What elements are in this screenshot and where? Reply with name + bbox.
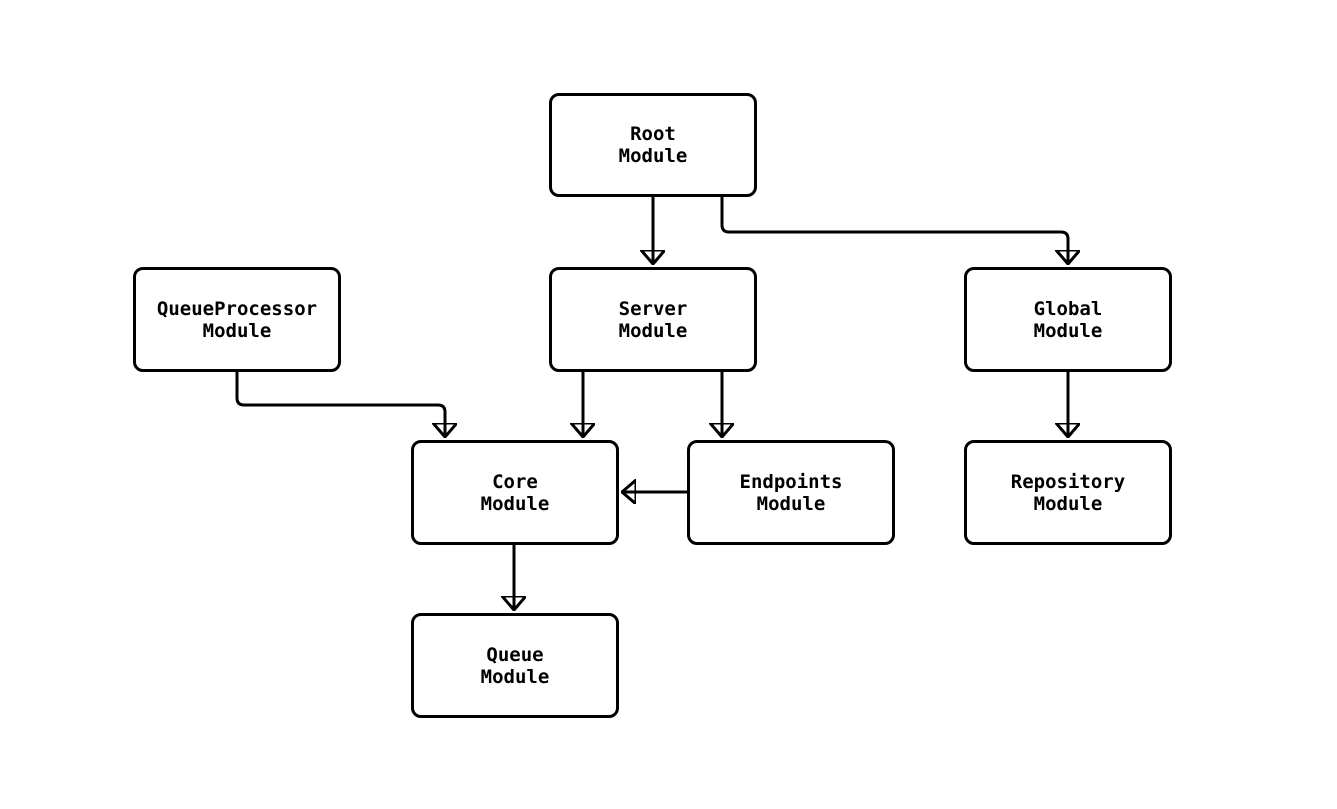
node-label-line1: Endpoints (739, 470, 843, 493)
node-label-line1: QueueProcessor (156, 297, 318, 320)
node-label-line2: Module (618, 319, 688, 342)
node-label-line2: Module (1033, 492, 1103, 515)
node-endpoints-module: Endpoints Module (687, 440, 895, 545)
node-label-line2: Module (480, 665, 550, 688)
node-label-line1: Server (618, 297, 688, 320)
node-queue-module: Queue Module (411, 613, 619, 718)
node-core-module: Core Module (411, 440, 619, 545)
node-label-line1: Repository (1010, 470, 1126, 493)
node-label-line1: Core (492, 470, 538, 493)
node-repository-module: Repository Module (964, 440, 1172, 545)
node-label-line1: Global (1033, 297, 1103, 320)
node-label-line2: Module (756, 492, 826, 515)
node-global-module: Global Module (964, 267, 1172, 372)
node-label-line1: Root (630, 123, 676, 145)
node-queueprocessor-module: QueueProcessor Module (133, 267, 341, 372)
node-root-module: Root Module (549, 93, 757, 197)
node-label-line2: Module (618, 145, 688, 167)
edge-queueprocessor-to-core (235, 372, 445, 437)
node-label-line2: Module (202, 319, 272, 342)
node-label-line2: Module (480, 492, 550, 515)
edge-root-to-global (720, 197, 1068, 264)
node-server-module: Server Module (549, 267, 757, 372)
node-label-line2: Module (1033, 319, 1103, 342)
node-label-line1: Queue (486, 643, 544, 666)
